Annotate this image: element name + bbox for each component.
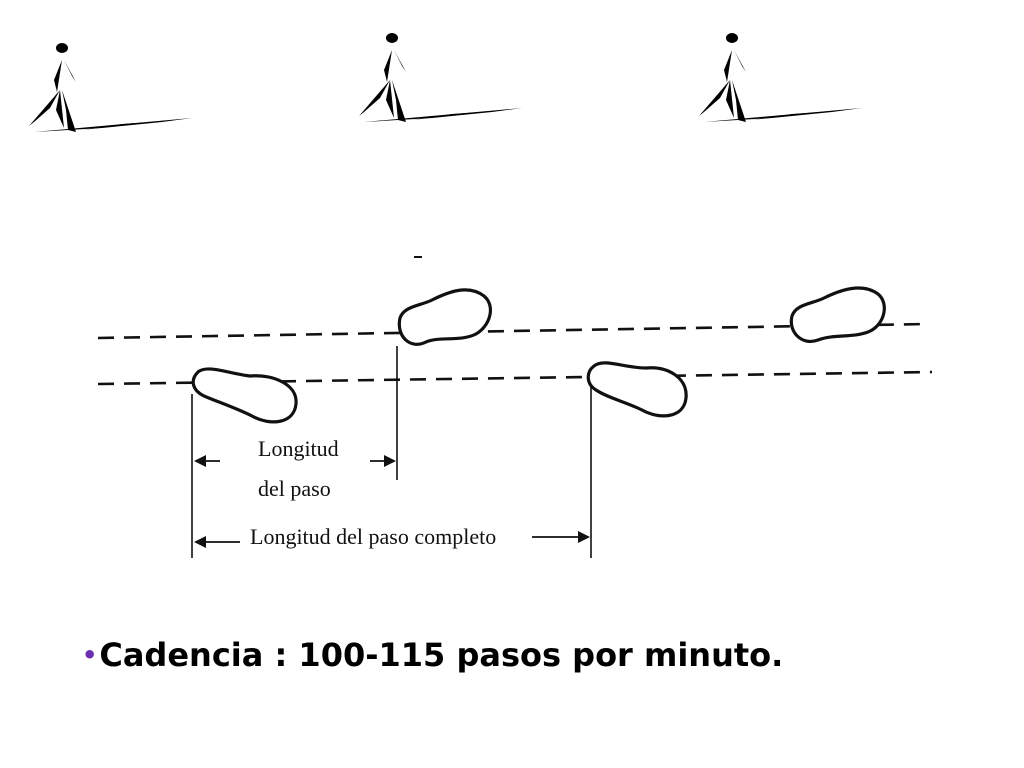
step-length-label-line2: del paso: [258, 476, 331, 501]
bullet-marker: •: [82, 641, 98, 669]
cadence-text: Cadencia : 100-115 pasos por minuto.: [99, 636, 784, 674]
footprint-right-2: [789, 286, 886, 343]
stride-length-label: Longitud del paso completo: [250, 524, 496, 549]
walking-figure-3: [699, 33, 862, 122]
footprint-right-1: [397, 288, 493, 346]
cadence-bullet: •Cadencia : 100-115 pasos por minuto.: [82, 636, 982, 674]
step-length-label-line1: Longitud: [258, 436, 339, 461]
walking-figure-2: [359, 33, 522, 122]
walking-figure-1: [29, 43, 192, 132]
upper-dashed-line: [97, 322, 929, 340]
footprint-left-1: [191, 367, 298, 424]
footprint-left-2: [586, 361, 688, 418]
